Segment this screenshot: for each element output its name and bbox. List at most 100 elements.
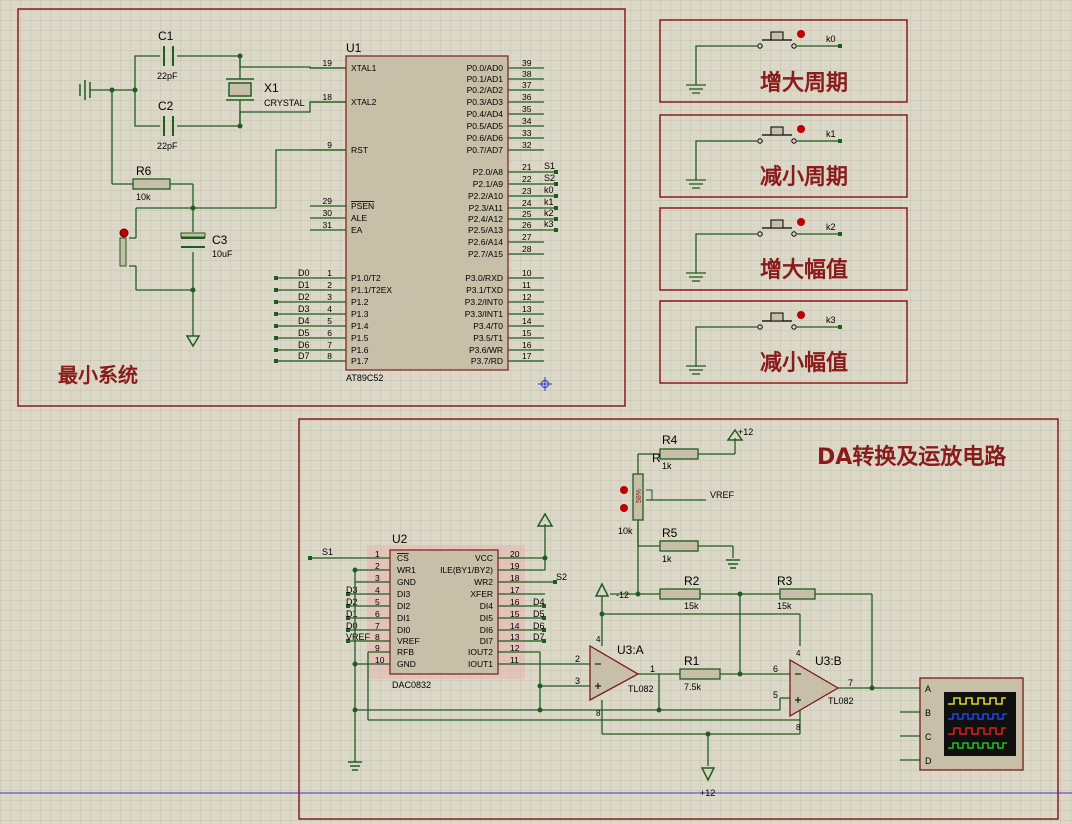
u1-pin-num: 14 <box>522 316 532 326</box>
block-label-min-system: 最小系统 <box>58 363 138 387</box>
frame-dec-amp <box>659 300 908 384</box>
u2-pin-num: 19 <box>510 561 520 571</box>
r6-ref: R6 <box>136 164 152 178</box>
r2-value: 15k <box>684 601 699 611</box>
u1-ref: U1 <box>346 41 362 55</box>
u2-pin-name: VREF <box>397 636 420 646</box>
u1-pin-name: P3.4/T0 <box>473 321 503 331</box>
frame-dec-period <box>659 114 908 198</box>
u1-pin-num: 19 <box>323 58 333 68</box>
u2-pin-name: XFER <box>470 589 493 599</box>
net-label: D7 <box>298 351 310 361</box>
u2-pin-num: 16 <box>510 597 520 607</box>
scope-trace-d <box>948 742 1007 749</box>
net-label: S1 <box>544 161 555 171</box>
u1-pin-name: P0.1/AD1 <box>467 74 504 84</box>
net-terminal <box>554 194 558 198</box>
net-terminal <box>554 228 558 232</box>
key-switch-k1[interactable]: k1 <box>686 125 842 189</box>
svg-text:8: 8 <box>796 723 801 732</box>
u2-chip-body <box>389 549 499 675</box>
u2-pin-name: WR1 <box>397 565 416 575</box>
svg-text:7: 7 <box>848 678 853 688</box>
ground-left-icon <box>79 80 91 100</box>
u2-pin-num: 12 <box>510 643 520 653</box>
u1-pin-name: P2.7/A15 <box>468 249 503 259</box>
oscilloscope[interactable] <box>919 677 1024 771</box>
net-terminal <box>346 639 350 643</box>
net-label: D2 <box>298 292 310 302</box>
block-label-dec-period: 减小周期 <box>760 164 848 190</box>
plus12-bottom-label: +12 <box>700 788 715 798</box>
c2-value: 22pF <box>157 141 178 151</box>
u2-pin-num: 9 <box>375 643 380 653</box>
r4-ref: R4 <box>662 433 678 447</box>
reset-button[interactable] <box>119 228 136 267</box>
u1-pin-name: P2.5/A13 <box>468 225 503 235</box>
u1-pin-num: 12 <box>522 292 532 302</box>
u1-pin-num: 3 <box>327 292 332 302</box>
u1-pin-num: 24 <box>522 198 532 208</box>
net-label: D3 <box>298 304 310 314</box>
u1-pin-num: 7 <box>327 340 332 350</box>
u1-pin-name: P0.0/AD0 <box>467 63 504 73</box>
u2-pin-num: 3 <box>375 573 380 583</box>
r1-resistor <box>679 668 721 680</box>
u1-right-pins: 39P0.0/AD038P0.1/AD137P0.2/AD236P0.3/AD3… <box>465 58 544 366</box>
net-terminal <box>542 628 546 632</box>
u2-part: DAC0832 <box>392 680 431 690</box>
u1-pin-name: P1.3 <box>351 309 369 319</box>
u1-pin-name: P2.3/A11 <box>469 203 504 213</box>
scope-channel-C: C <box>925 732 932 742</box>
u2-pin-num: 8 <box>375 632 380 642</box>
vref-label: VREF <box>710 490 735 500</box>
u1-pin-name: P3.1/TXD <box>466 285 503 295</box>
u1-pin-num: 18 <box>323 92 333 102</box>
r5-ref: R5 <box>662 526 678 540</box>
u2-pin-num: 20 <box>510 549 520 559</box>
net-label: D0 <box>346 621 358 631</box>
net-terminal <box>346 616 350 620</box>
u1-pin-num: 22 <box>522 174 532 184</box>
u1-pin-num: 31 <box>323 220 333 230</box>
u2-pin-num: 1 <box>375 549 380 559</box>
frame-inc-period <box>659 19 908 103</box>
net-terminal <box>274 288 278 292</box>
u1-pin-name: P2.6/A14 <box>468 237 503 247</box>
key-switch-k2[interactable]: k2 <box>686 218 842 282</box>
plus12-label: +12 <box>738 427 753 437</box>
u2-pin-num: 13 <box>510 632 520 642</box>
block-label-inc-period: 增大周期 <box>760 70 848 96</box>
u2-pin-name: VCC <box>475 553 493 563</box>
u1-pin-name: EA <box>351 225 363 235</box>
r2-ref: R2 <box>684 574 700 588</box>
net-terminal <box>274 324 278 328</box>
key-net-label: k3 <box>826 315 836 325</box>
net-terminal <box>553 580 557 584</box>
net-label: D6 <box>298 340 310 350</box>
scope-channel-D: D <box>925 756 932 766</box>
u2-ref: U2 <box>392 532 408 546</box>
key-switch-k3[interactable]: k3 <box>686 311 842 375</box>
svg-text:1: 1 <box>650 664 655 674</box>
net-terminal <box>274 359 278 363</box>
u1-pin-name: P3.3/INT1 <box>465 309 504 319</box>
net-label: VREF <box>346 632 371 642</box>
u2-pin-num: 5 <box>375 597 380 607</box>
u1-pin-num: 39 <box>522 58 532 68</box>
u1-pin-num: 34 <box>522 116 532 126</box>
u3b-opamp: 6 5 7 4 8 <box>773 649 853 732</box>
u1-pin-num: 15 <box>522 328 532 338</box>
u1-pin-num: 37 <box>522 80 532 90</box>
u1-pin-num: 17 <box>522 351 532 361</box>
c3-plate <box>180 232 206 238</box>
u1-pin-name: P1.6 <box>351 345 369 355</box>
net-label: D4 <box>298 316 310 326</box>
x1-ref: X1 <box>264 81 279 95</box>
key-switch-k0[interactable]: k0 <box>686 30 842 94</box>
potentiometer[interactable]: 58% <box>620 473 653 521</box>
u2-pin-name: DI1 <box>397 613 411 623</box>
u2-pin-name: CS <box>397 553 409 563</box>
